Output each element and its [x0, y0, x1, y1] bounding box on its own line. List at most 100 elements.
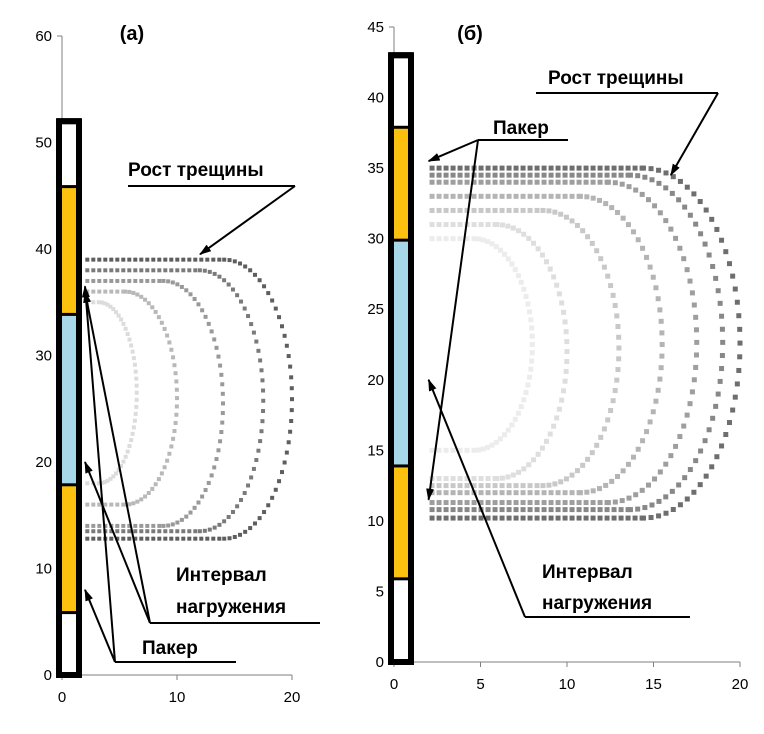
crack-front-5: [429, 179, 700, 506]
crack-point: [476, 236, 482, 242]
crack-point: [574, 222, 580, 228]
crack-point: [103, 289, 108, 294]
crack-point: [286, 440, 291, 445]
annotation-3: нагружения: [83, 290, 320, 624]
crack-point: [614, 313, 620, 319]
crack-point: [493, 244, 499, 250]
crack-point: [604, 172, 610, 178]
crack-point: [513, 500, 519, 506]
crack-point: [597, 172, 603, 178]
crack-point: [242, 306, 247, 311]
crack-point: [709, 464, 715, 470]
crack-point: [563, 368, 569, 374]
crack-front-3: [85, 278, 225, 528]
crack-point: [644, 429, 650, 435]
crack-point: [559, 300, 565, 306]
well-segment-packer: [59, 185, 79, 313]
crack-point: [139, 529, 144, 534]
well-segment-packer: [391, 577, 411, 662]
crack-point: [569, 193, 575, 199]
crack-point: [658, 365, 664, 371]
crack-point: [498, 247, 504, 253]
annotation-3: Интервал: [542, 562, 633, 583]
crack-point: [534, 172, 540, 178]
crack-point: [693, 221, 699, 227]
crack-point: [109, 268, 114, 273]
crack-point: [730, 273, 736, 279]
crack-point: [509, 422, 515, 428]
crack-point: [734, 381, 740, 387]
crack-point: [277, 479, 282, 484]
crack-point: [211, 257, 216, 262]
crack-point: [531, 457, 537, 463]
crack-point: [471, 476, 477, 482]
crack-point: [527, 165, 533, 171]
crack-point: [590, 172, 596, 178]
crack-point: [556, 406, 562, 412]
crack-point: [608, 283, 614, 289]
crack-point: [668, 453, 674, 459]
crack-point: [181, 268, 186, 273]
crack-point: [546, 208, 552, 214]
crack-point: [193, 536, 198, 541]
crack-point: [548, 515, 554, 521]
crack-point: [457, 236, 463, 242]
crack-point: [693, 458, 699, 464]
crack-point: [443, 179, 449, 185]
crack-point: [596, 197, 602, 203]
crack-point: [494, 476, 500, 482]
crack-point: [248, 526, 253, 531]
crack-point: [555, 179, 561, 185]
crack-point: [179, 517, 184, 522]
crack-point: [548, 179, 554, 185]
crack-point: [698, 448, 704, 454]
crack-point: [691, 489, 697, 495]
crack-point: [534, 207, 540, 213]
crack-point: [646, 482, 652, 488]
crack-point: [652, 203, 658, 209]
x-tick-label: 0: [58, 689, 66, 706]
crack-point: [719, 353, 725, 359]
crack-point: [157, 257, 162, 262]
crack-point: [534, 483, 540, 489]
crack-point: [222, 519, 227, 524]
crack-point: [562, 319, 568, 325]
crack-point: [478, 193, 484, 199]
crack-point: [288, 429, 293, 434]
crack-point: [597, 179, 603, 185]
crack-point: [125, 331, 130, 336]
crack-point: [512, 267, 518, 273]
crack-point: [548, 507, 554, 513]
crack-point: [478, 179, 484, 185]
crack-point: [167, 451, 172, 456]
crack-point: [527, 172, 533, 178]
crack-point: [134, 376, 139, 381]
crack-point: [611, 515, 617, 521]
crack-point: [252, 272, 257, 277]
crack-point: [97, 536, 102, 541]
crack-point: [131, 501, 136, 506]
crack-point: [202, 528, 207, 533]
crack-point: [115, 278, 120, 283]
crack-point: [464, 207, 470, 213]
crack-point: [719, 326, 725, 332]
crack-point: [471, 500, 477, 506]
crack-point: [436, 490, 442, 496]
crack-point: [450, 490, 456, 496]
crack-point: [214, 345, 219, 350]
crack-point: [219, 430, 224, 435]
crack-point: [257, 516, 262, 521]
crack-point: [589, 240, 595, 246]
crack-point: [706, 252, 712, 258]
crack-point: [127, 502, 132, 507]
crack-point: [647, 264, 653, 270]
crack-point: [534, 490, 540, 496]
crack-point: [151, 523, 156, 528]
crack-point: [499, 515, 505, 521]
crack-point: [450, 476, 456, 482]
panel-title: (б): [457, 23, 483, 45]
crack-point: [258, 358, 263, 363]
crack-point: [723, 249, 729, 255]
crack-point: [91, 257, 96, 262]
